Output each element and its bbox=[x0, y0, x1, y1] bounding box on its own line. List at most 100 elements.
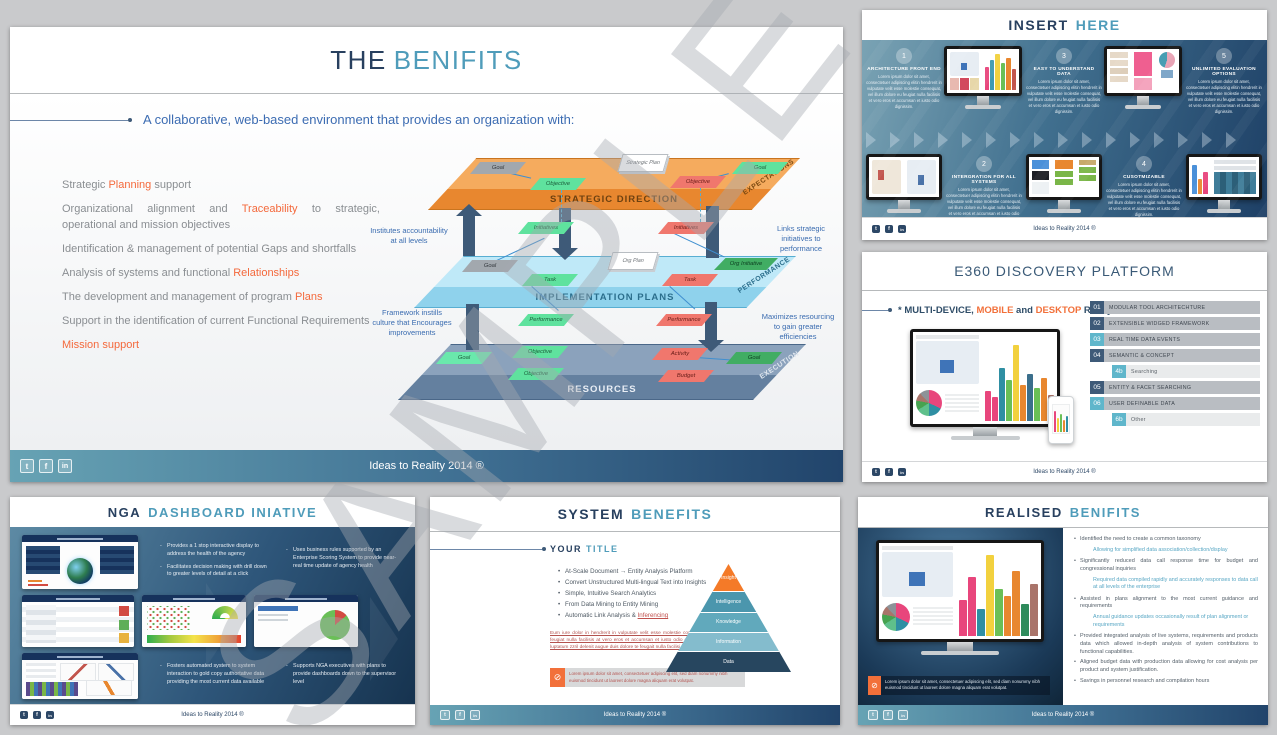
callout-text: Lorem ipsum dolor sit amet, consectetuer… bbox=[881, 676, 1050, 695]
list-subitem: Annual guidance updates occasionally res… bbox=[1093, 614, 1249, 628]
social-icons: t f in bbox=[872, 225, 906, 233]
monitor-mockup bbox=[1104, 46, 1182, 109]
monitor-panel: ⊘ Lorem ipsum dolor sit amet, consectetu… bbox=[858, 528, 1063, 706]
list-item: Organizational alignment and Traceabilit… bbox=[62, 202, 380, 231]
dashboard-screenshot bbox=[1029, 157, 1099, 197]
list-item: Identification & management of potential… bbox=[62, 242, 357, 255]
item-heading: CUSOTMIZABLE bbox=[1123, 175, 1165, 180]
step-number-badge: 4 bbox=[1136, 156, 1152, 172]
title-accent: DASHBOARD INIATIVE bbox=[148, 504, 318, 520]
insert-item-2: 2 INTERGRATION FOR ALL SYSTEMS Lorem ips… bbox=[946, 156, 1022, 224]
item-heading: EASY TO UNDERSTAND DATA bbox=[1033, 67, 1095, 77]
inferencing-link[interactable]: Inferencing bbox=[637, 612, 669, 619]
list-subitem: Required data compiled rapidly and accur… bbox=[1093, 576, 1258, 591]
dashboard-screenshot bbox=[22, 535, 138, 589]
facebook-icon: f bbox=[33, 711, 41, 719]
slide-footer: t f in Ideas to Reality 2014 ® bbox=[862, 461, 1267, 482]
footer-brand: Ideas to Reality 2014 ® bbox=[1031, 712, 1095, 718]
dashboard-screenshot bbox=[1189, 157, 1259, 197]
step-number-badge: 5 bbox=[1216, 48, 1232, 64]
item-heading: INTERGRATION FOR ALL SYSTEMS bbox=[951, 175, 1017, 185]
chip-goal: Goal bbox=[732, 162, 788, 174]
chip-goal: Goal bbox=[726, 352, 782, 364]
bar-chart-mock bbox=[982, 49, 1019, 93]
step-number-badge: 3 bbox=[1056, 48, 1072, 64]
bullet-list: At-Scale Document → Entity Analysis Plat… bbox=[558, 568, 753, 623]
list-item: Analysis of systems and functional Relat… bbox=[62, 266, 300, 279]
item-number: 03 bbox=[1090, 333, 1104, 346]
list-item: Uses business rules supported by an Ente… bbox=[286, 547, 404, 570]
chip-activity: Activity bbox=[652, 348, 708, 360]
title-accent: HERE bbox=[1075, 17, 1121, 33]
list-item: At-Scale Document → Entity Analysis Plat… bbox=[558, 568, 753, 575]
pie-chart-mock bbox=[882, 603, 910, 632]
pyramid-level-data: Data bbox=[666, 651, 791, 672]
bar-chart-mock bbox=[1189, 157, 1211, 197]
chevron-divider bbox=[862, 132, 1267, 148]
footer-brand: Ideas to Reality 2014 ® bbox=[1033, 226, 1096, 232]
map-chart-mock bbox=[950, 52, 979, 76]
list-subitem: Allowing for simplified data association… bbox=[1093, 546, 1228, 553]
up-arrow bbox=[456, 204, 482, 256]
insert-item-4: 4 CUSOTMIZABLE Lorem ipsum dolor sit ame… bbox=[1106, 156, 1182, 219]
list-item: Provided integrated analysis of live sys… bbox=[1073, 633, 1258, 656]
footer-brand: Ideas to Reality 2014 ® bbox=[603, 712, 667, 718]
bullet-group: Provides a 1 stop interactive display to… bbox=[160, 543, 272, 584]
bullet-group: Supports NGA executives with plans to pr… bbox=[286, 663, 404, 691]
slide-e360-discovery-platform[interactable]: E360 DISCOVERY PLATFORM * MULTI-DEVICE, … bbox=[862, 252, 1267, 482]
dashed-connector bbox=[561, 190, 562, 222]
facebook-icon: f bbox=[39, 459, 53, 473]
list-item: Aligned budget data with production data… bbox=[1073, 659, 1258, 674]
slide-footer: t f in Ideas to Reality 2014 ® bbox=[858, 705, 1268, 725]
chip-goal: Goal bbox=[462, 260, 518, 272]
slide-body: A collaborative, web-based environment t… bbox=[10, 94, 843, 451]
item-body: Lorem ipsum dolor sit amet, consectetuer… bbox=[1106, 182, 1182, 218]
dashboard-screenshot bbox=[22, 595, 134, 647]
list-item: Mission support bbox=[62, 338, 140, 351]
item-number: 6b bbox=[1112, 413, 1126, 426]
item-heading: UNLIMITED EVALUATION OPTIONS bbox=[1192, 67, 1256, 77]
slide-body: 1 ARCHITECTURE FRONT END Lorem ipsum dol… bbox=[862, 40, 1267, 222]
headline-lead-line bbox=[862, 308, 892, 312]
social-icons: t f in bbox=[872, 468, 906, 476]
chip-initiatives: Initiatives bbox=[518, 222, 574, 234]
list-item: Supports NGA executives with plans to pr… bbox=[286, 663, 404, 686]
dashboard-screenshot bbox=[869, 157, 939, 197]
monitor-mockup bbox=[1026, 154, 1102, 213]
lorem-paragraph: Eum iure dolor in hendrerit in vulputate… bbox=[550, 631, 750, 651]
item-number: 04 bbox=[1090, 349, 1104, 362]
chip-goal: Goal bbox=[436, 352, 492, 364]
intro-text: A collaborative, web-based environment t… bbox=[143, 112, 575, 127]
insert-item-1: 1 ARCHITECTURE FRONT END Lorem ipsum dol… bbox=[866, 48, 942, 111]
twitter-icon: t bbox=[20, 459, 34, 473]
item-label: ENTITY & FACET SEARCHING bbox=[1104, 381, 1260, 394]
benefit-list: Strategic Planning support Organizationa… bbox=[62, 178, 380, 362]
chip-task: Task bbox=[522, 274, 578, 286]
slide-footer: t f in Ideas to Reality 2014 ® bbox=[10, 450, 843, 482]
item-number: 05 bbox=[1090, 381, 1104, 394]
item-body: Lorem ipsum dolor sit amet, consectetuer… bbox=[866, 74, 942, 110]
subtitle-dark: YOUR bbox=[550, 544, 583, 554]
diagram-note: Institutes accountability at all levels bbox=[370, 226, 448, 245]
linkedin-icon: in bbox=[46, 711, 54, 719]
phone-chart-mock bbox=[1052, 404, 1070, 434]
layer-label: RESOURCES bbox=[567, 384, 637, 395]
chip-goal: Goal bbox=[470, 162, 526, 174]
chip-objective: Objective bbox=[508, 368, 564, 380]
chip-strategic-plan: Strategic Plan bbox=[617, 154, 669, 172]
title-accent: BENEFITS bbox=[631, 506, 713, 522]
